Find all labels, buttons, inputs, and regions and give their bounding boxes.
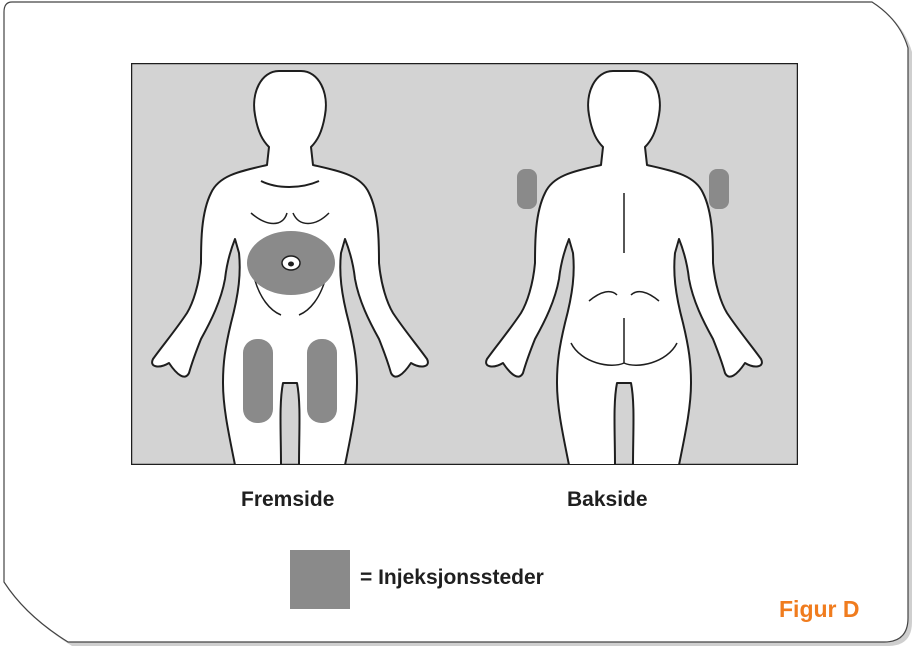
front-label: Fremside [241, 488, 334, 512]
left-thigh-injection-site [243, 339, 273, 423]
right-upper-arm-injection-site [709, 169, 729, 209]
legend-swatch [290, 550, 350, 609]
right-thigh-injection-site [307, 339, 337, 423]
back-label: Bakside [567, 488, 648, 512]
legend-text: = Injeksjonssteder [360, 566, 544, 590]
body-diagram [131, 63, 798, 465]
body-diagram-svg [131, 63, 798, 465]
figure-label: Figur D [779, 596, 860, 623]
left-upper-arm-injection-site [517, 169, 537, 209]
